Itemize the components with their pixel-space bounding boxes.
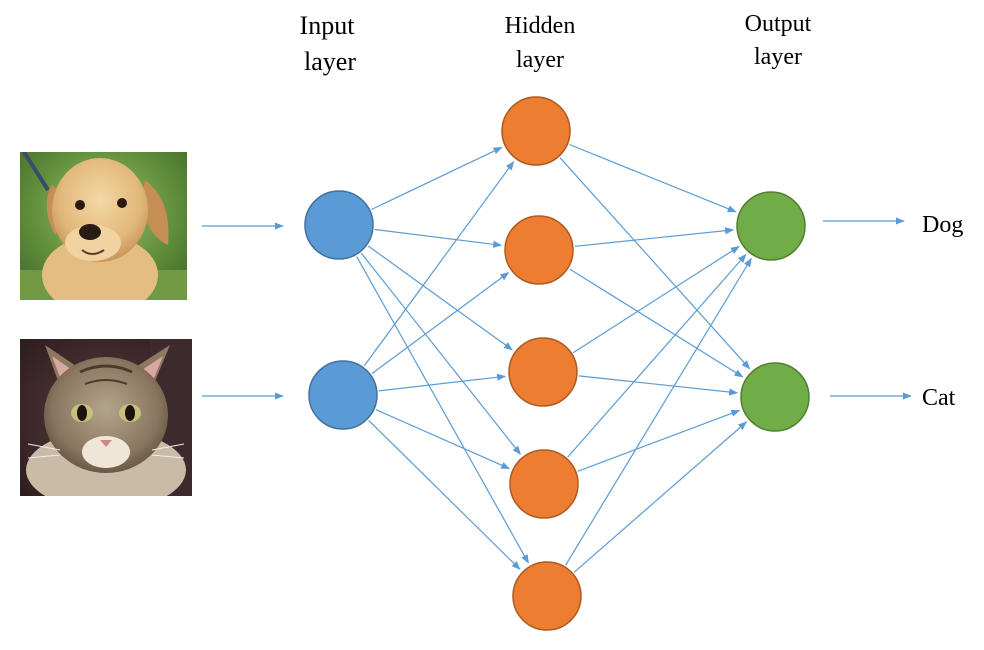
connection-hidden5-output1 [565,257,752,566]
connection-input1-hidden4 [360,252,521,455]
cat-photo [20,339,192,496]
hidden-node-2 [504,215,574,285]
dog-photo [20,152,187,300]
hidden-layer-title-line1: Hidden [505,13,576,39]
connection-input2-hidden3 [378,373,507,392]
hidden-node-1 [501,96,571,166]
connection-hidden1-output1 [569,143,737,213]
output-layer-title-line2: layer [754,44,802,70]
output-label-cat: Cat [922,385,956,411]
connection-input2-hidden5 [368,419,521,570]
connection-input1-hidden3 [367,245,513,351]
hidden-node-3 [508,337,578,407]
output-label-dog: Dog [922,212,963,238]
connection-hidden3-output2 [578,375,739,396]
connection-hidden4-output1 [567,253,747,458]
connection-hidden3-output1 [572,245,740,354]
input-layer-title-line1: Input [300,11,356,40]
input-node-2 [308,360,378,430]
connection-hidden4-output2 [577,409,741,472]
connection-hidden1-output2 [559,157,751,370]
connection-input2-hidden4 [375,409,511,470]
connection-hidden2-output2 [569,268,744,378]
connections [356,143,752,573]
input-layer-title-line2: layer [304,47,356,76]
hidden-node-4 [509,449,579,519]
connection-input2-hidden1 [363,160,515,367]
output-node-2 [740,362,810,432]
connection-input2-hidden2 [371,272,510,375]
output-layer-title-line1: Output [745,11,812,37]
connection-input1-hidden5 [356,256,529,564]
output-node-1 [736,191,806,261]
connection-input1-hidden1 [371,146,503,211]
hidden-node-5 [512,561,582,631]
connection-input1-hidden2 [374,228,503,248]
input-node-1 [304,190,374,260]
connection-hidden5-output2 [573,421,748,573]
hidden-layer-title-line2: layer [516,47,564,73]
connection-hidden2-output1 [574,227,735,247]
